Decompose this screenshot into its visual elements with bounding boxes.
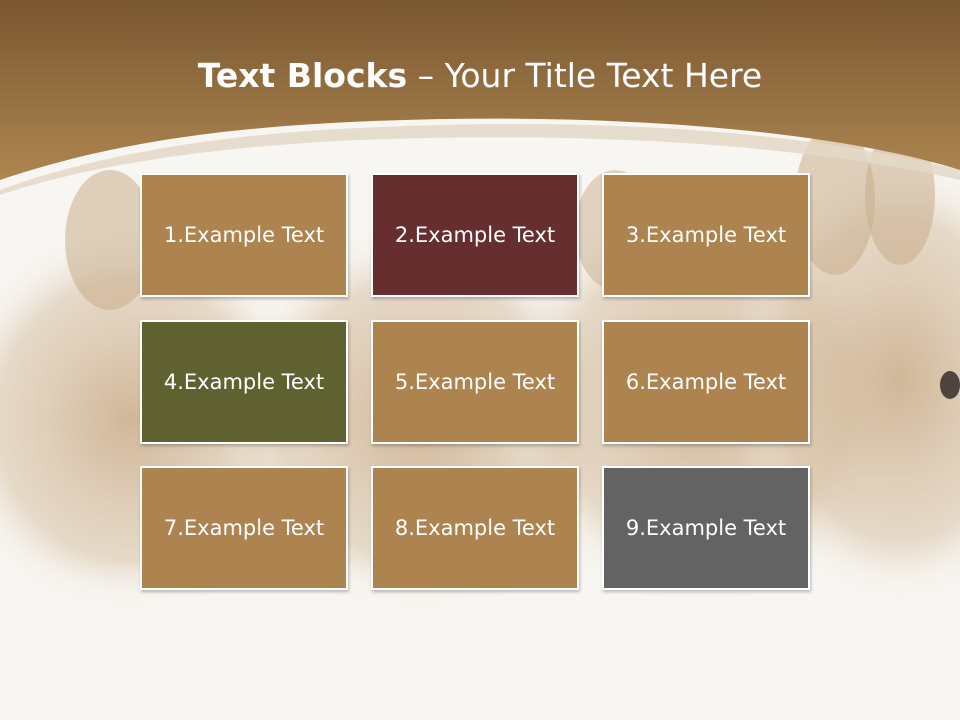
- text-block-label: 7.Example Text: [163, 516, 325, 540]
- text-block-6: 6.Example Text: [602, 320, 810, 444]
- text-block-7: 7.Example Text: [140, 466, 348, 590]
- text-block-5: 5.Example Text: [371, 320, 579, 444]
- title-dash: –: [407, 56, 445, 95]
- text-block-2: 2.Example Text: [371, 173, 579, 297]
- text-block-label: 2.Example Text: [394, 223, 556, 247]
- slide-title: Text Blocks – Your Title Text Here: [0, 50, 960, 102]
- header-curve-highlight: [0, 124, 960, 195]
- text-block-label: 4.Example Text: [163, 370, 325, 394]
- text-block-1: 1.Example Text: [140, 173, 348, 297]
- text-block-label: 1.Example Text: [163, 223, 325, 247]
- title-rest: Your Title Text Here: [444, 56, 763, 95]
- text-block-label: 5.Example Text: [394, 370, 556, 394]
- text-block-label: 9.Example Text: [625, 516, 787, 540]
- header-band: [0, 0, 960, 180]
- text-block-label: 8.Example Text: [394, 516, 556, 540]
- text-block-label: 6.Example Text: [625, 370, 787, 394]
- text-block-4: 4.Example Text: [140, 320, 348, 444]
- text-block-3: 3.Example Text: [602, 173, 810, 297]
- text-block-8: 8.Example Text: [371, 466, 579, 590]
- text-block-9: 9.Example Text: [602, 466, 810, 590]
- text-block-label: 3.Example Text: [625, 223, 787, 247]
- title-bold: Text Blocks: [197, 56, 408, 95]
